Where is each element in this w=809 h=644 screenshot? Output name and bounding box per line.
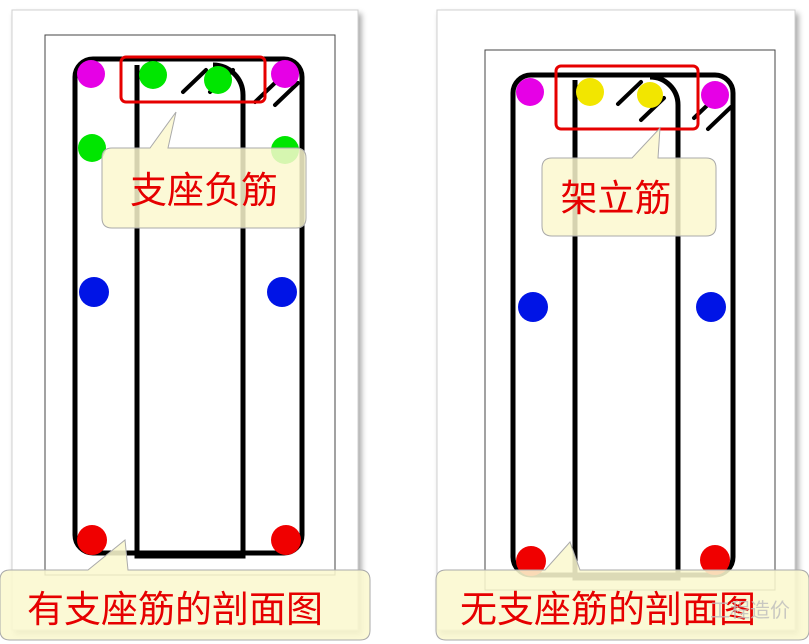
left-outer-stirrup [72,56,305,556]
left-section-panel: 支座负筋 有支座筋的剖面图 [0,9,371,641]
left-caption-text: 有支座筋的剖面图 [27,588,323,631]
right-section-panel: 架立筋 无支座筋的剖面图 工程造价 [435,9,809,641]
left-top-callout-text: 支座负筋 [130,169,278,212]
right-top-callout-bubble [541,126,717,237]
right-erection-bar-2 [637,82,663,108]
right-panel-frame [436,9,796,631]
right-caption-bubble [435,541,809,641]
right-side-bar-right [696,292,726,322]
left-support-bar-top-2 [204,66,232,94]
left-support-bar-top-1 [139,61,167,89]
left-corner-bar-top-left [77,60,105,88]
left-top-callout-bubble [101,111,307,229]
watermark-text: 工程造价 [710,598,790,622]
right-top-callout-text: 架立筋 [561,177,672,220]
right-inner-stirrup [572,74,681,581]
right-erection-bar-highlight [554,64,700,131]
right-caption-text: 无支座筋的剖面图 [460,588,756,631]
right-bottom-bar-right [700,545,730,575]
right-corner-bar-top-right [701,81,729,109]
left-support-bar-highlight [119,55,267,104]
left-bottom-bar-right [271,525,301,555]
left-corner-bar-top-right [271,60,299,88]
left-bottom-bar-left [77,525,107,555]
left-side-bar-right [267,277,297,307]
right-side-bar-left [518,292,548,322]
left-support-bar-side-left [78,134,106,162]
left-side-bar-left [79,277,109,307]
right-erection-bar-1 [576,78,604,106]
left-caption-bubble [0,539,371,641]
right-bottom-bar-left [516,546,546,576]
right-corner-bar-top-left [516,78,544,106]
